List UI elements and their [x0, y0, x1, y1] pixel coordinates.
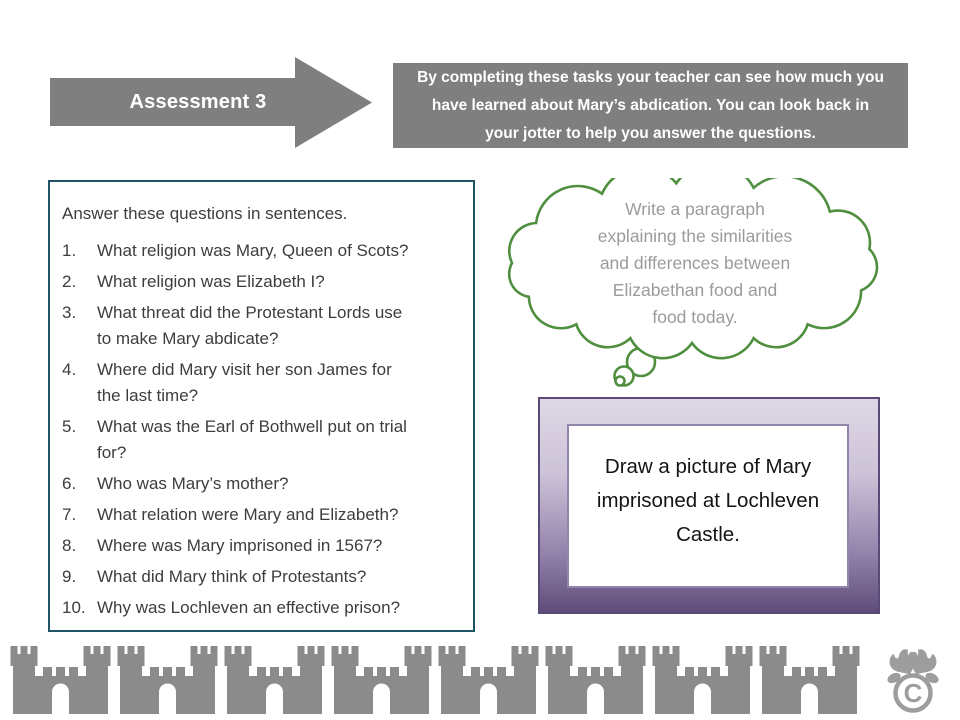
arrow-polygon [50, 57, 372, 148]
moose-right-ear [925, 672, 939, 684]
question-item: 7. What relation were Mary and Elizabeth… [62, 502, 465, 528]
castle-border [10, 646, 860, 714]
question-number: 10. [62, 598, 86, 617]
question-number: 2. [62, 272, 77, 291]
question-item: 1. What religion was Mary, Queen of Scot… [62, 238, 465, 264]
question-item: 6. Who was Mary’s mother? [62, 471, 465, 497]
question-item: 10. Why was Lochleven an effective priso… [62, 595, 465, 621]
question-number: 3. [62, 303, 77, 322]
question-item: 9. What did Mary think of Protestants? [62, 564, 465, 590]
question-text: Where was Mary imprisoned in 1567? [97, 536, 383, 555]
questions-intro: Answer these questions in sentences. [62, 204, 348, 223]
info-text: By completing these tasks your teacher c… [417, 68, 884, 142]
assessment-arrow-shape [50, 57, 372, 148]
assessment-title: Assessment 3 [129, 91, 267, 113]
question-text: What threat did the Protestant Lords use… [97, 303, 403, 348]
thought-tail-bubble-tiny [614, 375, 626, 387]
question-number: 8. [62, 536, 77, 555]
castle-icon [438, 646, 539, 714]
castle-icon [545, 646, 646, 714]
castle-icon [10, 646, 111, 714]
moose-left-ear [887, 672, 901, 684]
question-number: 4. [62, 360, 77, 379]
info-box: By completing these tasks your teacher c… [393, 63, 908, 148]
moose-copyright-logo: C [887, 649, 939, 713]
thought-cloud-text: Write a paragraph explaining the similar… [597, 199, 793, 327]
copyright-letter: C [904, 678, 923, 708]
question-text: What religion was Mary, Queen of Scots? [97, 241, 409, 260]
question-item: 2. What religion was Elizabeth I? [62, 269, 465, 295]
castle-icon [759, 646, 860, 714]
draw-task-text: Draw a picture of Mary imprisoned at Loc… [596, 455, 820, 546]
question-number: 7. [62, 505, 77, 524]
cloud-outline [507, 178, 879, 360]
question-text: Why was Lochleven an effective prison? [97, 598, 401, 617]
castle-icon [652, 646, 753, 714]
question-item: 3. What threat did the Protestant Lords … [62, 300, 465, 352]
question-text: Who was Mary’s mother? [97, 474, 289, 493]
question-number: 1. [62, 241, 77, 260]
questions-box: Answer these questions in sentences. 1. … [48, 180, 475, 632]
question-item: 4. Where did Mary visit her son James fo… [62, 357, 465, 409]
question-number: 5. [62, 417, 77, 436]
draw-task-box: Draw a picture of Mary imprisoned at Loc… [538, 397, 880, 614]
question-text: What was the Earl of Bothwell put on tri… [97, 417, 407, 462]
question-text: What relation were Mary and Elizabeth? [97, 505, 399, 524]
question-text: What religion was Elizabeth I? [97, 272, 325, 291]
moose-head-circle [893, 673, 933, 713]
question-item: 5. What was the Earl of Bothwell put on … [62, 414, 465, 466]
moose-right-antler [908, 649, 937, 674]
thought-cloud-shape [507, 178, 879, 387]
castle-icon [224, 646, 325, 714]
question-number: 9. [62, 567, 77, 586]
question-item: 8. Where was Mary imprisoned in 1567? [62, 533, 465, 559]
question-text: What did Mary think of Protestants? [97, 567, 367, 586]
castle-icon [117, 646, 218, 714]
question-number: 6. [62, 474, 77, 493]
castle-icon [331, 646, 432, 714]
draw-task-inner-panel: Draw a picture of Mary imprisoned at Loc… [567, 424, 849, 588]
question-text: Where did Mary visit her son James for t… [97, 360, 392, 405]
